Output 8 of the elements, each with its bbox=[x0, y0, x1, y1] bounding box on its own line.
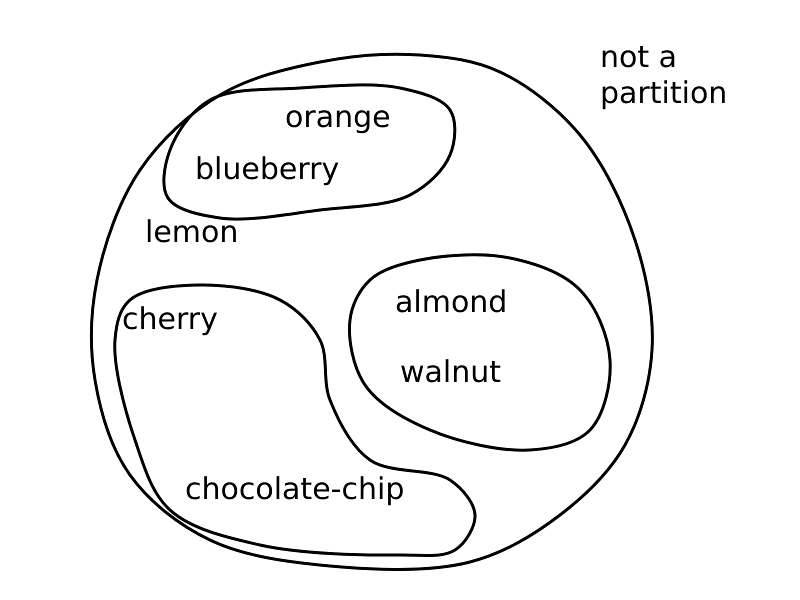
set-member-text: almond bbox=[395, 285, 508, 321]
set-member-text: blueberry bbox=[195, 152, 340, 188]
set-member-text: orange bbox=[285, 100, 391, 136]
set-member-text: lemon bbox=[145, 215, 238, 251]
set-member-text: cherry bbox=[122, 302, 218, 338]
note-text: not a partition bbox=[600, 40, 728, 112]
set-member-text: walnut bbox=[400, 355, 502, 391]
set-member-text: chocolate-chip bbox=[185, 472, 404, 508]
